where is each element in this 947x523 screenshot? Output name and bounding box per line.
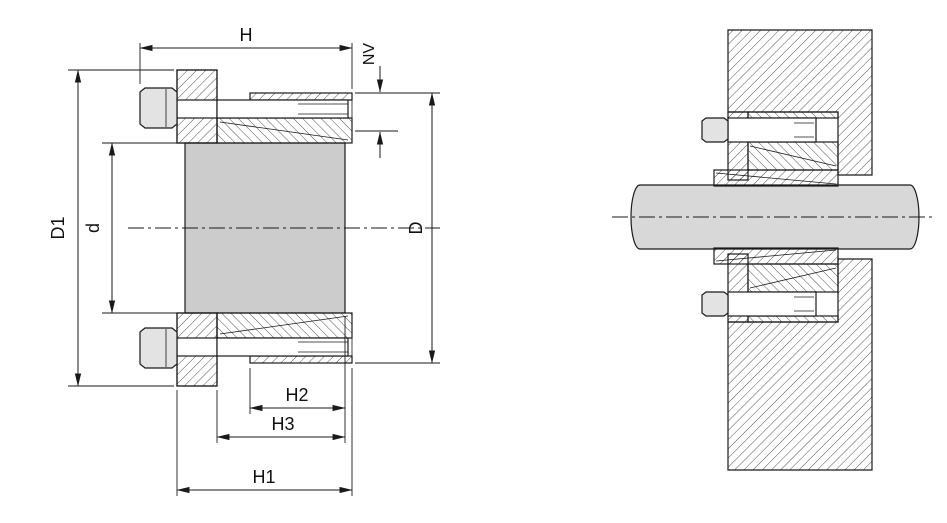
dimension-NV: NV bbox=[355, 43, 398, 158]
clamp-ring-section bbox=[747, 111, 839, 119]
flange-section bbox=[176, 355, 218, 387]
taper-line bbox=[749, 145, 837, 167]
flange-section bbox=[176, 312, 218, 339]
dimension-D: D bbox=[355, 92, 440, 364]
dim-label-NV: NV bbox=[361, 43, 378, 66]
bolt-head bbox=[139, 87, 178, 129]
dimension-d: d bbox=[83, 142, 182, 314]
dim-label-H2: H2 bbox=[285, 385, 308, 405]
taper-line bbox=[715, 249, 837, 262]
outer-ring-section bbox=[249, 92, 353, 101]
dim-label-H3: H3 bbox=[271, 414, 294, 434]
taper-line bbox=[749, 267, 837, 289]
cone-ring-section bbox=[216, 117, 353, 144]
dim-label-D: D bbox=[406, 222, 426, 235]
bolt-head bbox=[701, 291, 729, 317]
dim-label-D1: D1 bbox=[48, 216, 68, 239]
bolt-shank bbox=[216, 99, 349, 119]
clamp-ring-section bbox=[747, 315, 839, 323]
sleeve-section bbox=[713, 169, 839, 187]
bolt-head bbox=[701, 117, 729, 143]
dim-label-H1: H1 bbox=[252, 467, 275, 487]
taper-line bbox=[219, 121, 349, 141]
assembly-view bbox=[612, 29, 935, 471]
dimension-D1: D1 bbox=[48, 69, 174, 387]
bolt-shank bbox=[727, 117, 817, 143]
dim-label-d: d bbox=[83, 223, 103, 233]
cone-ring-section bbox=[216, 312, 353, 339]
taper-line bbox=[715, 172, 837, 185]
bolt-shank bbox=[216, 337, 349, 357]
dimension-H1: H1 bbox=[176, 368, 353, 496]
taper-line bbox=[219, 315, 349, 335]
bolt-shank bbox=[727, 291, 817, 317]
dimension-H: H bbox=[139, 25, 353, 89]
outer-ring-section bbox=[249, 355, 353, 364]
dim-label-H: H bbox=[240, 25, 253, 45]
dimension-H2: H2 bbox=[249, 316, 346, 443]
flange-section bbox=[176, 69, 218, 101]
bolt-head bbox=[139, 327, 178, 369]
section-view: H NV D1 d D bbox=[48, 25, 440, 496]
sleeve-section bbox=[713, 247, 839, 265]
flange-section bbox=[176, 117, 218, 144]
dimension-H3: H3 bbox=[216, 390, 346, 443]
